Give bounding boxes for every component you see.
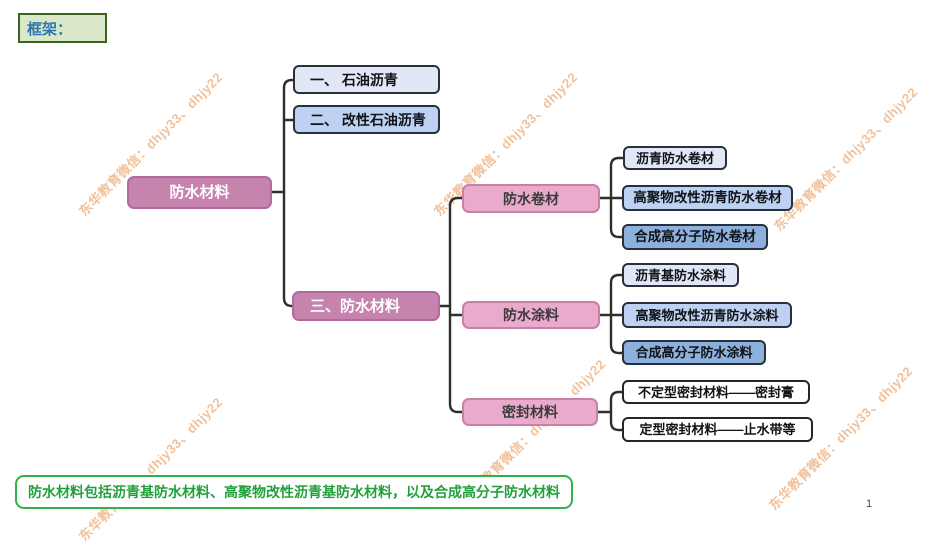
node-sealing-material: 密封材料	[462, 398, 598, 426]
node-root-waterproof-materials: 防水材料	[127, 176, 272, 209]
node-waterproof-coating: 防水涂料	[462, 301, 600, 329]
node-modified-petroleum-asphalt: 二、 改性石油沥青	[293, 105, 440, 134]
node-polymer-modified-asphalt-membrane: 高聚物改性沥青防水卷材	[622, 185, 793, 211]
frame-title-box: 框架：	[18, 13, 107, 43]
node-synthetic-polymer-membrane: 合成高分子防水卷材	[622, 224, 768, 250]
node-synthetic-polymer-coating: 合成高分子防水涂料	[622, 340, 766, 365]
node-waterproof-materials-section: 三、防水材料	[292, 291, 440, 321]
page-number: 1	[866, 498, 873, 510]
node-asphalt-based-coating: 沥青基防水涂料	[622, 263, 739, 287]
node-non-shaped-sealant: 不定型密封材料——密封膏	[622, 380, 810, 404]
summary-note-text: 防水材料包括沥青基防水材料、高聚物改性沥青基防水材料，以及合成高分子防水材料	[28, 484, 560, 500]
node-petroleum-asphalt: 一、 石油沥青	[293, 65, 440, 94]
node-shaped-sealant: 定型密封材料——止水带等	[622, 417, 813, 442]
tree-connector-lines	[269, 78, 625, 432]
frame-title-label: 框架：	[27, 20, 73, 38]
node-waterproof-membrane: 防水卷材	[462, 184, 600, 213]
node-polymer-modified-asphalt-coating: 高聚物改性沥青防水涂料	[622, 302, 792, 328]
node-asphalt-membrane: 沥青防水卷材	[623, 146, 727, 170]
summary-note-box: 防水材料包括沥青基防水材料、高聚物改性沥青基防水材料，以及合成高分子防水材料	[15, 475, 573, 509]
slide-canvas: 东华教育微信：dhjy33、dhjy22 东华教育微信：dhjy33、dhjy2…	[15, 13, 920, 544]
